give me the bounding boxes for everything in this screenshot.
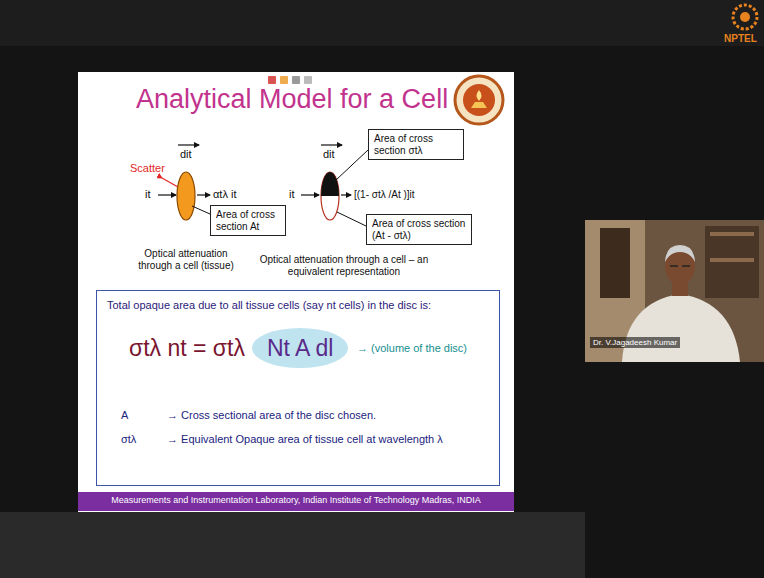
leader-line: [337, 212, 366, 226]
definition-text: → Cross sectional area of the disc chose…: [167, 409, 376, 422]
webcam-shelf: [710, 232, 754, 236]
current-label: dit: [323, 148, 335, 161]
institute-logo: [463, 84, 495, 116]
logo-text: NPTEL: [724, 33, 757, 45]
callout-box: Area of cross section At: [210, 205, 286, 236]
institute-logo: [455, 76, 503, 124]
bottom-band: [0, 512, 585, 578]
opaque-half: [321, 172, 339, 196]
speaker-name: Dr. V.Jagadeesh Kumar: [590, 337, 680, 348]
toolbar-icon: [304, 76, 312, 84]
leader-line: [192, 206, 210, 214]
slide-ground: [78, 72, 514, 512]
ellipse-shape: [252, 328, 348, 368]
definition-text: → Equivalent Opaque area of tissue cell …: [167, 433, 443, 446]
current-label: it: [145, 188, 151, 201]
person-glasses: [670, 265, 690, 267]
webcam-shelf: [705, 226, 759, 298]
current-label: it: [289, 188, 295, 201]
institute-logo: [471, 102, 487, 108]
current-label: αtλ it: [213, 188, 236, 201]
cell-ellipse: [177, 172, 195, 220]
nptel-logo: [740, 12, 750, 22]
arrow: [341, 194, 351, 195]
arrow: [178, 144, 199, 145]
scatter-arrow: [162, 178, 178, 187]
equation-panel: Total opaque area due to all tissue cell…: [96, 290, 500, 486]
current-label: [(1- σtλ /At )]it: [354, 189, 415, 201]
node-text: Area of cross section σtλ: [374, 133, 458, 156]
leader-line: [336, 150, 368, 180]
node-text: Area of cross section (At - σtλ): [372, 218, 466, 241]
callout-box: Area of cross section (At - σtλ): [366, 214, 472, 245]
person-body: [622, 294, 740, 362]
symbol-text: A: [121, 409, 128, 422]
top-band: [0, 0, 764, 46]
node-text: Nt A dl: [267, 335, 333, 361]
node-text: Area of cross section At: [216, 209, 280, 232]
figure-caption: Optical attenuation through a cell – an …: [246, 254, 442, 277]
equation-text: σtλ nt = σtλ: [129, 335, 245, 361]
arrow: [197, 194, 210, 195]
callout-box: Area of cross section σtλ: [368, 129, 464, 160]
footer-bar: Measurements and Instrumentation Laborat…: [78, 492, 514, 511]
note-text: → (volume of the disc): [357, 342, 467, 355]
highlight-ellipse: Nt A dl: [251, 327, 349, 369]
slide-title: Analytical Model for a Cell: [136, 84, 448, 115]
toolbar-icon: [280, 76, 288, 84]
scatter-label: Scatter: [130, 162, 165, 175]
arrow: [158, 194, 176, 195]
current-label: dit: [180, 148, 192, 161]
symbol-text: σtλ: [121, 433, 136, 446]
node-text: Measurements and Instrumentation Laborat…: [78, 495, 514, 505]
arrow: [321, 144, 342, 145]
toolbar-icon: [292, 76, 300, 84]
nptel-logo: [733, 5, 757, 29]
person-hair: [665, 245, 695, 262]
panel-heading: Total opaque area due to all tissue cell…: [107, 299, 491, 312]
webcam-door: [600, 228, 630, 298]
institute-logo: [477, 90, 482, 101]
webcam-shelf: [710, 258, 754, 262]
arrow: [301, 194, 319, 195]
webcam-frame: [585, 220, 764, 362]
toolbar-icon: [268, 76, 276, 84]
figure-caption: Optical attenuation through a cell (tiss…: [128, 248, 244, 271]
